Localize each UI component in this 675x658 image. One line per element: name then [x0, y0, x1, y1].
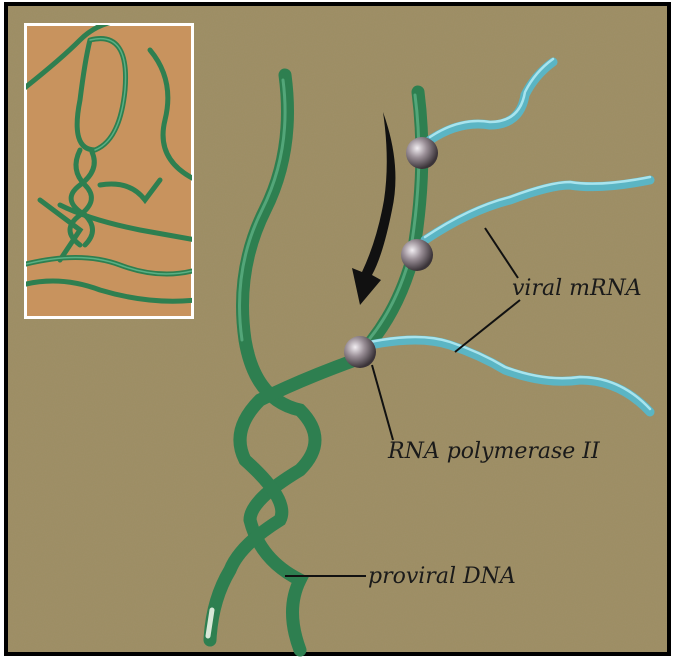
sphere-icon [344, 336, 376, 368]
inset-panel [22, 20, 196, 319]
sphere-icon [401, 239, 433, 271]
sphere-icon [406, 137, 438, 169]
viral-mrna-label: viral mRNA [512, 276, 642, 301]
proviral-dna-label: proviral DNA [368, 564, 516, 589]
rna-polymerase-label: RNA polymerase II [387, 439, 601, 464]
